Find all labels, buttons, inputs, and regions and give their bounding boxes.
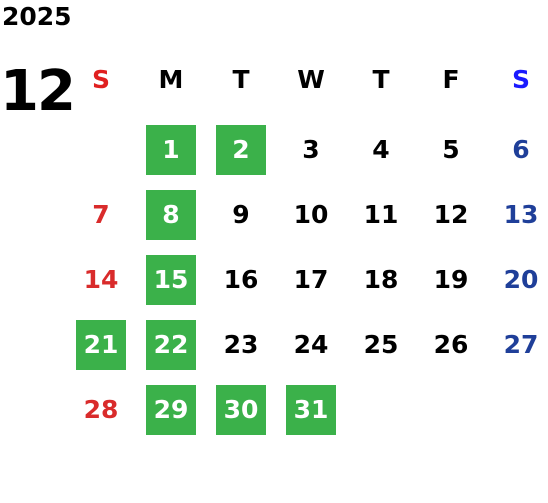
day-cell[interactable]: 25 bbox=[363, 330, 399, 359]
day-cell[interactable]: 27 bbox=[503, 330, 539, 359]
weekday-label: T bbox=[372, 65, 390, 94]
day-cell[interactable]: 16 bbox=[223, 265, 259, 294]
day-cell-highlighted[interactable]: 8 bbox=[146, 190, 196, 240]
day-cell[interactable]: 9 bbox=[232, 200, 250, 229]
day-cell[interactable]: 11 bbox=[363, 200, 399, 229]
day-cell-highlighted[interactable]: 22 bbox=[146, 320, 196, 370]
weekday-label: F bbox=[442, 65, 460, 94]
day-cell[interactable]: 26 bbox=[433, 330, 469, 359]
day-cell[interactable]: 24 bbox=[293, 330, 329, 359]
day-cell-highlighted[interactable]: 30 bbox=[216, 385, 266, 435]
day-cell[interactable]: 14 bbox=[83, 265, 119, 294]
year-label: 2025 bbox=[2, 2, 72, 31]
day-cell[interactable]: 5 bbox=[442, 135, 460, 164]
day-cell[interactable]: 12 bbox=[433, 200, 469, 229]
day-cell-highlighted[interactable]: 15 bbox=[146, 255, 196, 305]
day-cell[interactable]: 3 bbox=[302, 135, 320, 164]
day-cell-highlighted[interactable]: 31 bbox=[286, 385, 336, 435]
day-cell[interactable]: 18 bbox=[363, 265, 399, 294]
weekday-label: W bbox=[297, 65, 325, 94]
day-cell[interactable]: 28 bbox=[83, 395, 119, 424]
day-cell[interactable]: 19 bbox=[433, 265, 469, 294]
weekday-label: T bbox=[232, 65, 250, 94]
day-cell[interactable]: 6 bbox=[512, 135, 530, 164]
day-cell-highlighted[interactable]: 29 bbox=[146, 385, 196, 435]
weekday-label: S bbox=[91, 65, 110, 94]
month-number: 12 bbox=[0, 59, 76, 124]
day-cell[interactable]: 10 bbox=[293, 200, 329, 229]
day-cell[interactable]: 23 bbox=[223, 330, 259, 359]
day-cell[interactable]: 20 bbox=[503, 265, 539, 294]
weekday-label: M bbox=[158, 65, 184, 94]
day-cell-highlighted[interactable]: 2 bbox=[216, 125, 266, 175]
day-cell[interactable]: 17 bbox=[293, 265, 329, 294]
day-cell[interactable]: 4 bbox=[372, 135, 390, 164]
day-cell-highlighted[interactable]: 1 bbox=[146, 125, 196, 175]
day-cell[interactable]: 13 bbox=[503, 200, 539, 229]
weekday-label: S bbox=[511, 65, 530, 94]
day-cell[interactable]: 7 bbox=[92, 200, 110, 229]
day-cell-highlighted[interactable]: 21 bbox=[76, 320, 126, 370]
